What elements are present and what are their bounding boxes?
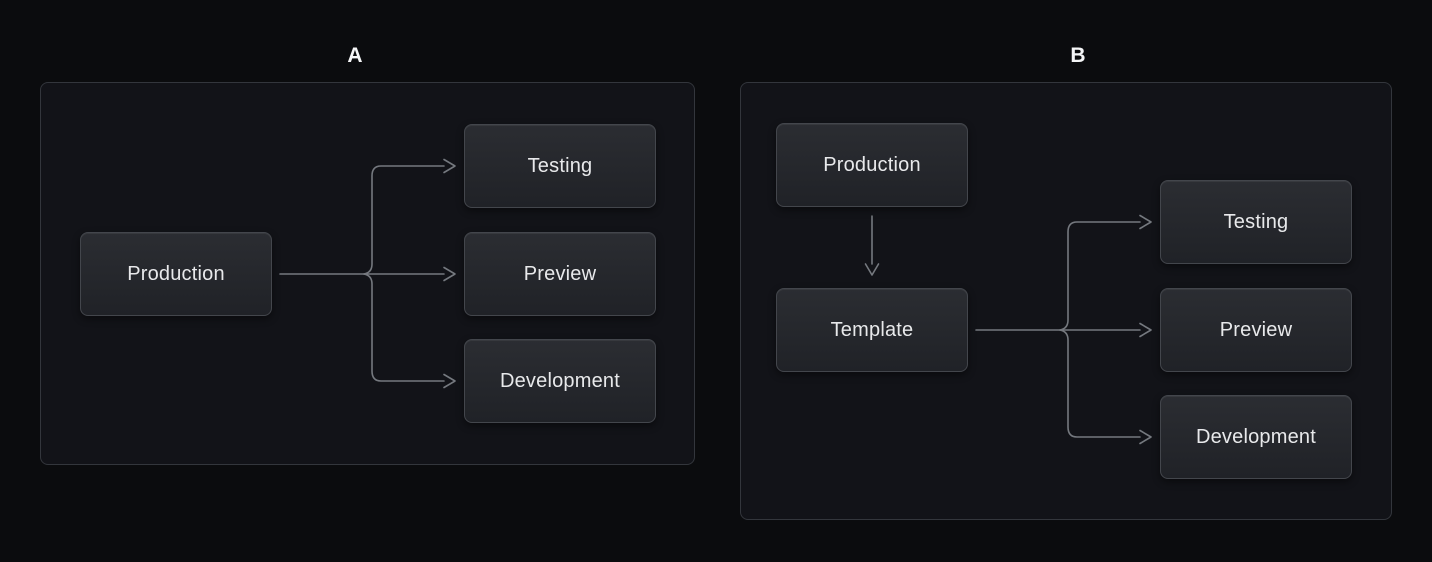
node-b-preview: Preview xyxy=(1160,288,1352,372)
node-a-preview: Preview xyxy=(464,232,656,316)
node-a-development: Development xyxy=(464,339,656,423)
panel-b-label: B xyxy=(1070,44,1086,67)
node-a-production: Production xyxy=(80,232,272,316)
node-b-template: Template xyxy=(776,288,968,372)
node-b-production: Production xyxy=(776,123,968,207)
node-a-testing: Testing xyxy=(464,124,656,208)
node-b-development: Development xyxy=(1160,395,1352,479)
panel-a-label: A xyxy=(347,44,363,67)
node-b-testing: Testing xyxy=(1160,180,1352,264)
